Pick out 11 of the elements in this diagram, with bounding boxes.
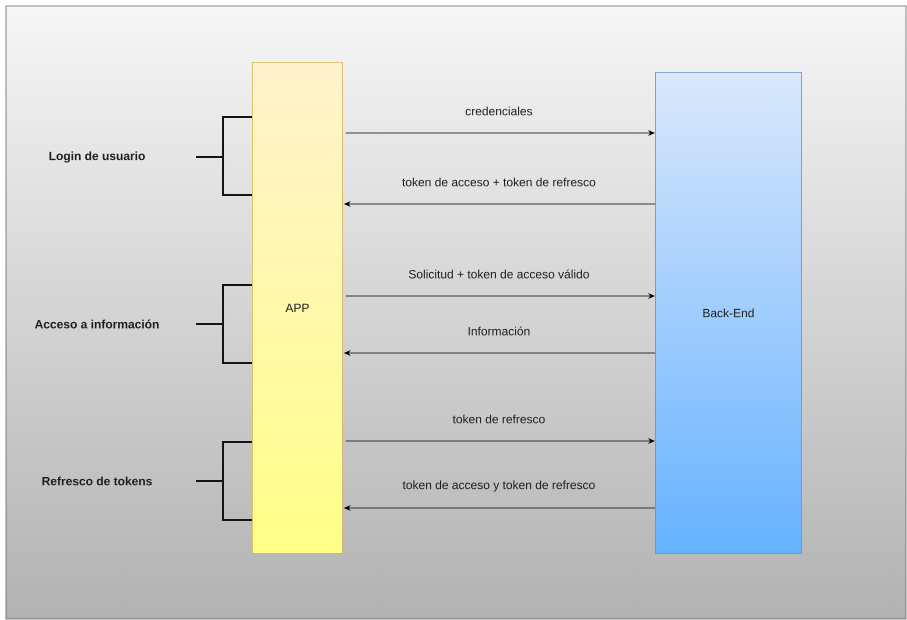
edge-label: token de refresco bbox=[452, 414, 545, 424]
group-label: Acceso a información bbox=[34, 320, 159, 328]
edge-label: token de acceso y token de refresco bbox=[402, 480, 595, 492]
group-label: Refresco de tokens bbox=[42, 476, 152, 486]
edge-label: Solicitud + token de acceso válido bbox=[408, 270, 589, 278]
app-box: APP bbox=[252, 62, 343, 554]
server-box: Back-End bbox=[655, 72, 802, 554]
edge-label: credenciales bbox=[466, 106, 532, 116]
edge-label: Información bbox=[468, 326, 530, 336]
edge-label: token de acceso + token de refresco bbox=[402, 178, 596, 186]
group-label: Login de usuario bbox=[49, 151, 145, 163]
